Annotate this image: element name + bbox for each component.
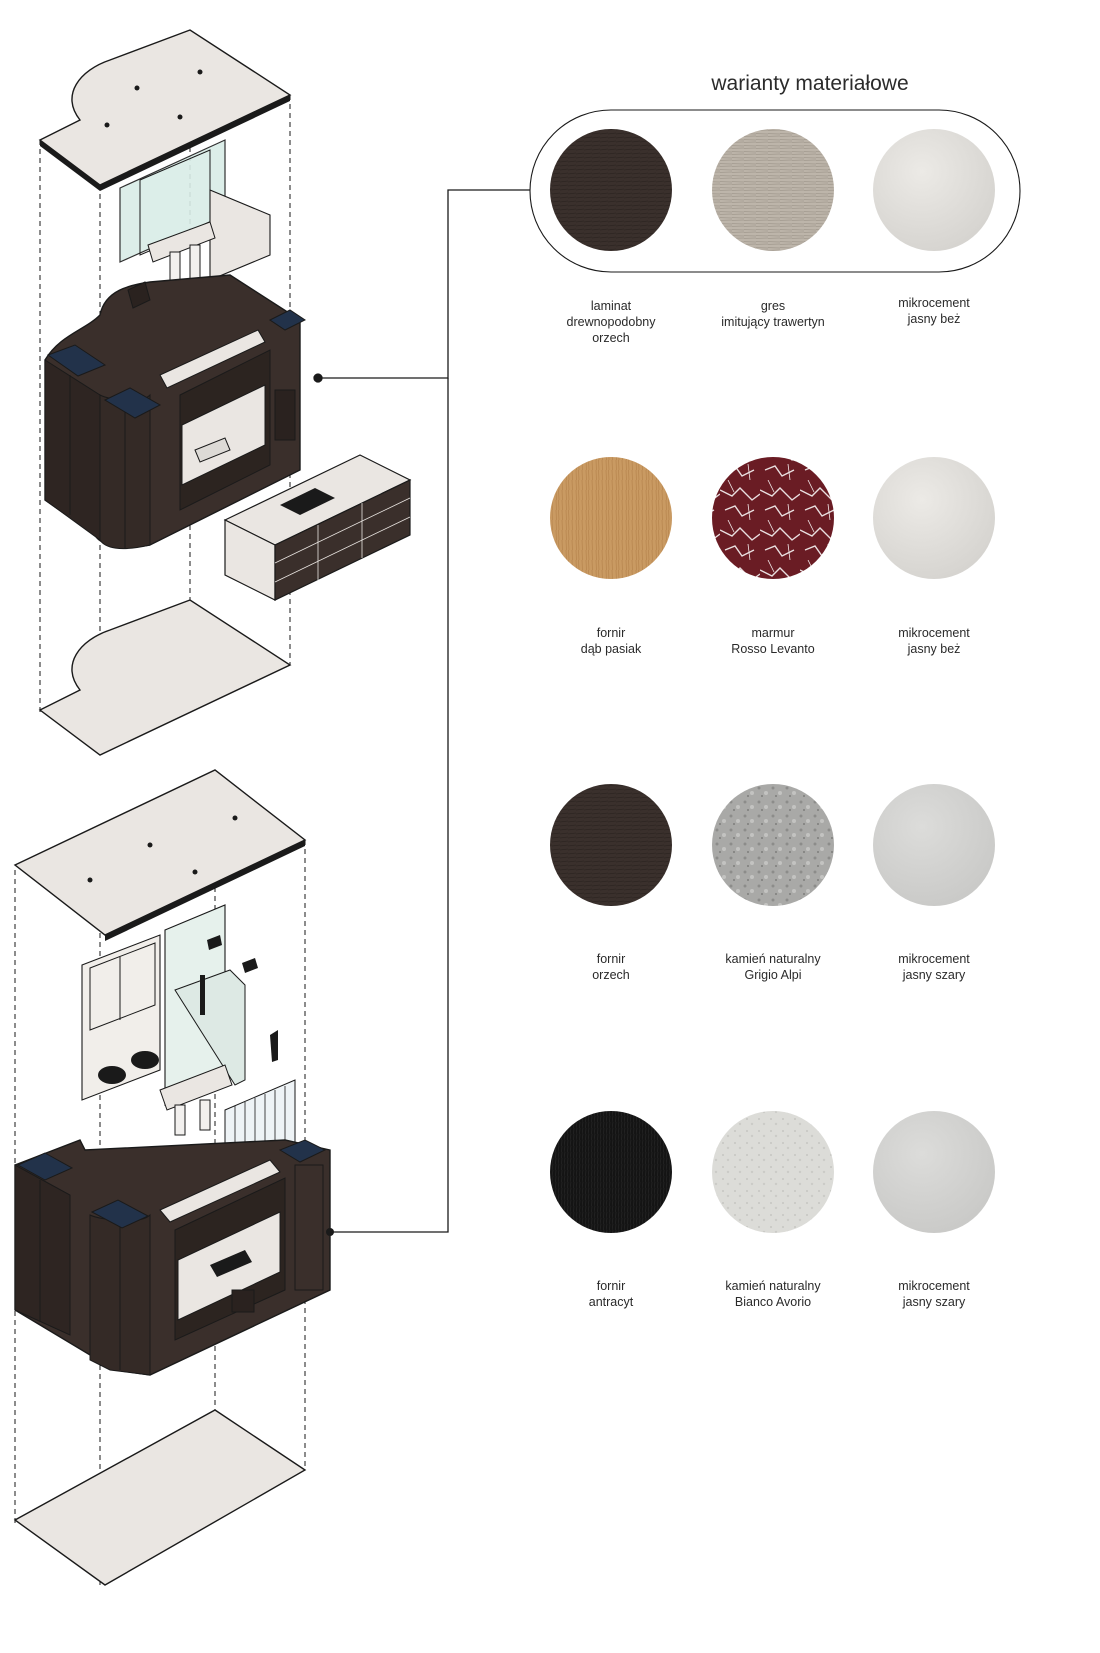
swatch-label-line: mikrocement	[898, 1279, 970, 1293]
swatch-label-line: Bianco Avorio	[734, 1295, 812, 1309]
swatch-label: laminat drewnopodobny orzech	[521, 298, 701, 346]
swatch-microcement-grey-1[interactable]	[873, 784, 995, 906]
swatch-oak-veneer[interactable]	[550, 457, 672, 579]
swatch-label-line: jasny beż	[907, 642, 961, 656]
selected-variant-outline	[529, 109, 1021, 273]
swatch-label-line: fornir	[596, 1279, 626, 1293]
variants-heading: warianty materiałowe	[711, 72, 909, 95]
swatch-label-line: Rosso Levanto	[731, 642, 815, 656]
swatch-microcement-beige-2[interactable]	[873, 457, 995, 579]
swatch-travertine-tile[interactable]	[712, 129, 834, 251]
swatch-label: mikrocement jasny szary	[844, 951, 1024, 983]
swatch-label-line: drewnopodobny	[566, 315, 656, 329]
kitchen-island	[223, 454, 412, 601]
swatch-label: fornir antracyt	[521, 1278, 701, 1310]
swatch-label: gres imitujący trawertyn	[683, 298, 863, 330]
swatch-label: fornir dąb pasiak	[521, 625, 701, 657]
swatch-label-line: gres	[760, 299, 786, 313]
swatch-label-line: dąb pasiak	[580, 642, 642, 656]
swatch-label-line: jasny szary	[902, 968, 966, 982]
lower-bathroom-assembly	[13, 769, 334, 1586]
swatch-laminate-walnut[interactable]	[550, 129, 672, 251]
ceiling-slab	[38, 29, 292, 191]
swatch-grid	[550, 129, 995, 1233]
swatch-label: fornir orzech	[521, 951, 701, 983]
swatch-microcement-beige-1[interactable]	[873, 129, 995, 251]
swatch-label: mikrocement jasny beż	[844, 295, 1024, 327]
kitchen-cabinet-block	[44, 274, 306, 550]
swatch-label-line: fornir	[596, 952, 626, 966]
glass-partition	[119, 139, 271, 293]
swatch-label-line: orzech	[592, 331, 630, 345]
swatch-label-line: mikrocement	[898, 952, 970, 966]
swatch-label-line: mikrocement	[898, 296, 970, 310]
swatch-label-line: antracyt	[588, 1295, 634, 1309]
swatch-label-line: fornir	[596, 626, 626, 640]
swatch-label-line: Grigio Alpi	[744, 968, 802, 982]
swatch-label-line: jasny szary	[902, 1295, 966, 1309]
swatch-label: mikrocement jasny beż	[844, 625, 1024, 657]
swatch-label-line: kamień naturalny	[725, 952, 821, 966]
swatch-anthracite-veneer[interactable]	[550, 1111, 672, 1233]
swatch-label: kamień naturalny Grigio Alpi	[683, 951, 863, 983]
swatch-bianco-avorio[interactable]	[712, 1111, 834, 1233]
swatch-label-line: laminat	[590, 299, 632, 313]
bathroom-fixtures	[81, 904, 296, 1181]
swatch-walnut-veneer[interactable]	[550, 784, 672, 906]
swatch-label-line: orzech	[592, 968, 630, 982]
upper-kitchen-assembly	[38, 29, 412, 756]
swatch-label: marmur Rosso Levanto	[683, 625, 863, 657]
ceiling-slab-lower	[13, 769, 307, 941]
swatch-grigio-alpi[interactable]	[712, 784, 834, 906]
swatch-label-line: jasny beż	[907, 312, 961, 326]
kitchen-cabinet-block-lower	[14, 1139, 334, 1376]
swatch-label-line: mikrocement	[898, 626, 970, 640]
swatch-label-line: kamień naturalny	[725, 1279, 821, 1293]
connector-lines	[313, 189, 530, 1233]
floor-slab-lower	[13, 1409, 307, 1586]
swatch-microcement-grey-2[interactable]	[873, 1111, 995, 1233]
swatch-label-line: imitujący trawertyn	[721, 315, 825, 329]
swatch-label: mikrocement jasny szary	[844, 1278, 1024, 1310]
swatch-marble-rosso[interactable]	[712, 457, 834, 579]
floor-slab	[38, 599, 292, 756]
swatch-label-line: marmur	[751, 626, 795, 640]
swatch-label: kamień naturalny Bianco Avorio	[683, 1278, 863, 1310]
